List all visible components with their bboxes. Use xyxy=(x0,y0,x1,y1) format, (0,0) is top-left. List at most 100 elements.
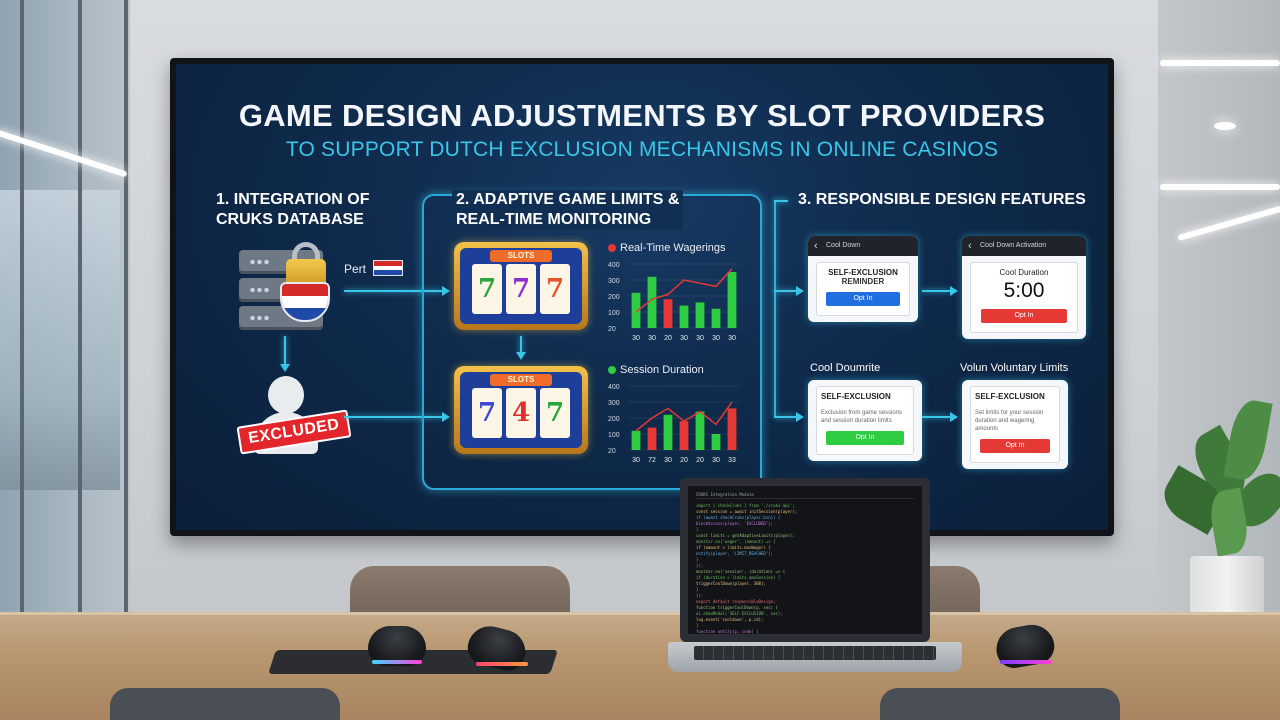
code-line: monitor.on('session', (duration) => { xyxy=(696,569,786,574)
section2-title: 2. ADAPTIVE GAME LIMITS & REAL-TIME MONI… xyxy=(452,190,684,230)
flow-connector xyxy=(344,416,442,418)
slide-subtitle: TO SUPPORT DUTCH EXCLUSION MECHANISMS IN… xyxy=(285,138,999,161)
chart-bar xyxy=(679,305,689,328)
slot-reel: 7 xyxy=(506,264,536,314)
chair-front xyxy=(880,688,1120,720)
y-tick-label: 300 xyxy=(608,400,620,407)
code-line: function notify(p, code) { xyxy=(696,629,759,634)
modal-title: SELF-EXCLUSION xyxy=(821,392,891,401)
arrow-right-icon xyxy=(796,412,804,422)
x-tick-label: 20 xyxy=(680,457,688,464)
cooldown-timer: 5:00 xyxy=(1003,279,1045,302)
window-frame xyxy=(124,0,128,640)
x-tick-label: 20 xyxy=(664,335,672,342)
opt-in-button[interactable]: Opt In xyxy=(979,439,1051,453)
flow-connector xyxy=(922,416,950,418)
chart2-title: Session Duration xyxy=(608,364,704,376)
gaming-mouse[interactable] xyxy=(368,626,426,666)
x-tick-label: 33 xyxy=(728,457,736,464)
slot-marquee: SLOTS xyxy=(490,374,552,386)
y-tick-label: 400 xyxy=(608,384,620,391)
y-tick-label: 400 xyxy=(608,262,620,269)
chart-bar xyxy=(631,292,641,328)
opt-in-button[interactable]: Opt In xyxy=(826,431,904,445)
flow-connector xyxy=(344,290,442,292)
section1-title: 1. INTEGRATION OF CRUKS DATABASE xyxy=(216,190,369,230)
phone-card-exclusion: SELF-EXCLUSION Exclusion from game sessi… xyxy=(808,380,922,461)
section3-title: 3. RESPONSIBLE DESIGN FEATURES xyxy=(798,191,1086,208)
y-tick-label: 100 xyxy=(608,432,620,439)
code-lines: import { checkCruks } from './cruks-api'… xyxy=(696,503,914,634)
person-icon xyxy=(268,376,304,414)
slot-reel: 7 xyxy=(472,264,502,314)
desk-edge xyxy=(0,612,1280,615)
phone-card-cooldown: Cool Down Activation Cool Duration 5:00 … xyxy=(962,236,1086,339)
section2-title-line2: REAL-TIME MONITORING xyxy=(456,211,652,228)
arrow-right-icon xyxy=(950,412,958,422)
y-tick-label: 300 xyxy=(608,278,620,285)
chart-bar xyxy=(647,427,657,450)
code-line: notify(player, 'LIMIT_REACHED'); xyxy=(696,551,774,556)
code-line: blockAccess(player, 'EXCLUDED'); xyxy=(696,521,774,526)
code-line: triggerCoolDown(player, 300); xyxy=(696,581,766,586)
dutch-flag-icon xyxy=(373,260,403,276)
section2-title-line1: 2. ADAPTIVE GAME LIMITS & xyxy=(456,191,680,208)
y-tick-label: 20 xyxy=(608,326,616,333)
modal-text: Set limits for your session duration and… xyxy=(975,410,1044,432)
ceiling-light xyxy=(1160,60,1280,66)
slot-reel: 7 xyxy=(540,264,570,314)
modal-title: SELF-EXCLUSION xyxy=(828,268,898,277)
slot-machine-1: SLOTS 7 7 7 xyxy=(454,242,588,330)
modal-text: Exclusion from game sessions and session… xyxy=(821,410,903,424)
flow-connector xyxy=(922,290,950,292)
self-exclusion-modal: SELF-EXCLUSION Exclusion from game sessi… xyxy=(816,386,914,455)
chart-bar xyxy=(679,421,689,450)
section1-title-line2: CRUKS DATABASE xyxy=(216,211,364,228)
code-line: function triggerCoolDown(p, sec) { xyxy=(696,605,778,610)
chart-bar xyxy=(711,434,721,450)
arrow-right-icon xyxy=(950,286,958,296)
x-tick-label: 30 xyxy=(664,457,672,464)
chair-front xyxy=(110,688,340,720)
code-line: const limits = getAdaptiveLimits(player)… xyxy=(696,533,795,538)
padlock-shackle xyxy=(292,242,320,266)
card-header: Cool Down xyxy=(808,236,918,256)
x-tick-label: 72 xyxy=(648,457,656,464)
code-line: }); xyxy=(696,563,704,568)
code-line: if (duration > limits.maxSession) { xyxy=(696,575,781,580)
card-header: Cool Down Activation xyxy=(962,236,1086,256)
code-line: } xyxy=(696,587,699,592)
laptop-keyboard[interactable] xyxy=(694,646,936,660)
chart1-title-text: Real-Time Wagerings xyxy=(620,242,726,254)
x-tick-label: 30 xyxy=(728,335,736,342)
chart-bar xyxy=(727,408,737,450)
chart-bar xyxy=(695,302,705,328)
presentation-slide: GAME DESIGN ADJUSTMENTS BY SLOT PROVIDER… xyxy=(176,64,1108,530)
modal-title: SELF-EXCLUSION xyxy=(975,392,1045,401)
ceiling-light xyxy=(1160,184,1280,190)
y-tick-label: 200 xyxy=(608,294,620,301)
opt-in-button[interactable]: Opt In xyxy=(826,292,900,306)
trend-line xyxy=(635,268,733,313)
mouse-rgb-glow xyxy=(476,662,528,666)
flow-connector xyxy=(774,200,776,416)
code-line: }); xyxy=(696,593,704,598)
y-tick-label: 100 xyxy=(608,310,620,317)
slot-reel: 7 xyxy=(540,388,570,438)
chart-bar xyxy=(695,411,705,450)
chart-bar xyxy=(631,430,641,450)
section1-title-line1: 1. INTEGRATION OF xyxy=(216,191,370,208)
window-view xyxy=(0,190,120,490)
x-tick-label: 30 xyxy=(712,335,720,342)
x-tick-label: 20 xyxy=(696,457,704,464)
code-line: import { checkCruks } from './cruks-api'… xyxy=(696,503,795,508)
editor-tab[interactable]: CRUKS Integration Module xyxy=(696,492,914,499)
arrow-right-icon xyxy=(796,286,804,296)
cooldown-modal: Cool Duration 5:00 Opt In xyxy=(970,262,1078,333)
mouse-rgb-glow xyxy=(372,660,422,664)
phone-card-reminder: Cool Down SELF-EXCLUSION REMINDER Opt In xyxy=(808,236,918,322)
x-tick-label: 30 xyxy=(680,335,688,342)
opt-in-button[interactable]: Opt In xyxy=(980,309,1068,323)
